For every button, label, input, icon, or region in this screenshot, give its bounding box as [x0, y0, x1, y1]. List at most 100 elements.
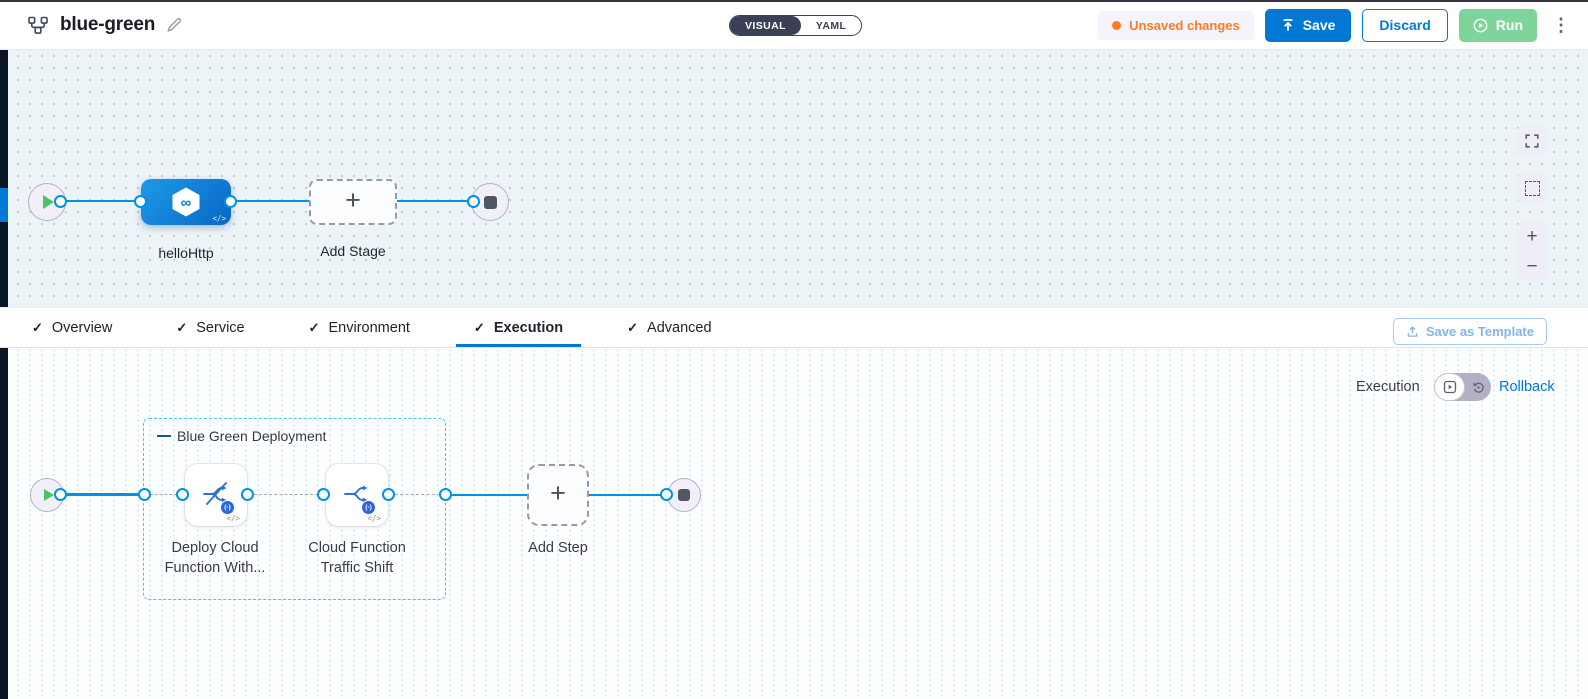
step-label-line1: Deploy Cloud: [171, 540, 259, 556]
svg-text:∞: ∞: [181, 195, 192, 212]
window-top-edge: [0, 0, 1588, 2]
group-dash-icon: [157, 434, 171, 438]
connector-dot: [241, 488, 254, 501]
step-group-blue-green-deployment[interactable]: [143, 418, 446, 600]
upload-tray-icon: [1407, 326, 1418, 337]
connector-dot: [54, 488, 67, 501]
tab-environment[interactable]: ✓ Environment: [291, 308, 428, 347]
step-label-deploy-cloud-function: Deploy Cloud Function With...: [154, 538, 276, 578]
collapsed-nav-rail[interactable]: [0, 50, 8, 699]
check-icon: ✓: [627, 319, 639, 335]
tab-advanced[interactable]: ✓ Advanced: [609, 308, 729, 347]
traffic-shift-icon: [344, 485, 368, 503]
execution-play-square-icon: [1443, 380, 1456, 394]
check-icon: ✓: [473, 319, 485, 335]
discard-button-label: Discard: [1379, 17, 1431, 33]
step-label-line2: Function With...: [164, 560, 266, 576]
connector-dot: [134, 195, 147, 208]
tab-environment-label: Environment: [328, 319, 410, 336]
save-button[interactable]: Save: [1264, 8, 1352, 42]
zoom-in-button[interactable]: +: [1526, 225, 1538, 247]
stage-label: helloHttp: [158, 245, 214, 261]
step-label-traffic-shift: Cloud Function Traffic Shift: [296, 538, 418, 578]
header: blue-green VISUAL YAML Unsaved changes S…: [0, 0, 1588, 50]
rollback-mode-button[interactable]: [1465, 381, 1491, 394]
visual-yaml-toggle[interactable]: VISUAL YAML: [729, 15, 863, 36]
check-icon: ✓: [32, 319, 43, 335]
tab-service-label: Service: [196, 319, 245, 336]
toggle-visual[interactable]: VISUAL: [730, 16, 801, 35]
edit-pencil-icon[interactable]: [166, 16, 183, 33]
save-as-template-label: Save as Template: [1425, 324, 1534, 339]
deploy-stage-hexagon-icon: ∞: [172, 187, 200, 217]
stage-node-hellohttp[interactable]: ∞ </>: [141, 179, 231, 225]
code-icon: </>: [367, 514, 381, 523]
connector-line-dashed: [395, 494, 440, 495]
execution-rollback-toggle[interactable]: [1434, 373, 1491, 401]
connector-line: [397, 200, 474, 202]
plus-icon: +: [550, 478, 566, 508]
more-options-kebab-icon[interactable]: ⋮: [1552, 15, 1570, 35]
connector-line-dashed: [150, 494, 177, 495]
plus-icon: +: [345, 185, 361, 215]
toggle-yaml[interactable]: YAML: [815, 19, 847, 32]
upload-icon: [1283, 19, 1293, 31]
unsaved-changes-badge: Unsaved changes: [1098, 10, 1254, 40]
tab-execution-label: Execution: [493, 319, 564, 336]
tab-service[interactable]: ✓ Service: [158, 308, 262, 347]
zoom-controls: + −: [1517, 221, 1547, 281]
connector-line: [589, 494, 661, 496]
execution-mode-knob[interactable]: [1434, 373, 1465, 401]
tab-advanced-label: Advanced: [647, 319, 712, 336]
pipeline-end-node[interactable]: [471, 183, 509, 221]
save-as-template-button[interactable]: Save as Template: [1392, 318, 1547, 345]
start-play-icon: [43, 195, 54, 209]
discard-button[interactable]: Discard: [1362, 8, 1448, 42]
start-play-icon: [43, 489, 54, 501]
unsaved-dot-icon: [1112, 20, 1122, 30]
connector-line: [61, 493, 145, 496]
code-icon: </>: [212, 214, 226, 223]
rail-active-indicator: [0, 188, 8, 222]
connector-dot: [176, 488, 189, 501]
step-group-label: Blue Green Deployment: [157, 428, 326, 444]
connector-line: [61, 200, 141, 202]
execution-canvas[interactable]: Execution Rollback Blue Green Deployment: [0, 348, 1588, 699]
stop-square-icon: [483, 195, 497, 209]
connector-dot: [54, 195, 67, 208]
connector-dot: [317, 488, 330, 501]
add-stage-label: Add Stage: [320, 243, 386, 259]
tab-overview-label: Overview: [51, 319, 113, 336]
stop-square-icon: [678, 489, 690, 501]
tab-overview[interactable]: ✓ Overview: [14, 308, 130, 347]
save-button-label: Save: [1302, 17, 1336, 33]
add-step-button[interactable]: +: [527, 464, 589, 526]
cloud-function-badge-icon: (-): [361, 500, 376, 515]
add-stage-button[interactable]: +: [309, 179, 397, 225]
fit-to-screen-button[interactable]: [1517, 126, 1547, 156]
run-button-label: Run: [1495, 17, 1523, 33]
connector-dot: [660, 488, 673, 501]
connector-dot: [224, 195, 237, 208]
connector-dot: [382, 488, 395, 501]
pipeline-icon: [27, 14, 49, 36]
rollback-link[interactable]: Rollback: [1499, 379, 1555, 395]
step-cloud-function-traffic-shift[interactable]: (-) </>: [326, 464, 388, 526]
execution-mode-label: Execution: [1356, 379, 1420, 395]
connector-dot: [138, 488, 151, 501]
run-button[interactable]: Run: [1458, 8, 1537, 42]
connector-dot: [439, 488, 452, 501]
step-deploy-cloud-function[interactable]: (-) </>: [185, 464, 247, 526]
check-icon: ✓: [176, 319, 188, 335]
page-title: blue-green: [60, 13, 156, 35]
connector-line: [231, 200, 309, 202]
tab-execution[interactable]: ✓ Execution: [455, 308, 582, 347]
stage-canvas[interactable]: ∞ </> helloHttp + Add Stage + −: [0, 50, 1588, 307]
connector-line: [452, 494, 527, 496]
marquee-select-button[interactable]: [1517, 173, 1547, 203]
zoom-out-button[interactable]: −: [1526, 255, 1538, 277]
marquee-icon: [1524, 180, 1540, 196]
execution-start-node[interactable]: [30, 478, 64, 512]
connector-line-dashed: [254, 494, 318, 495]
step-label-line2: Traffic Shift: [320, 560, 394, 576]
